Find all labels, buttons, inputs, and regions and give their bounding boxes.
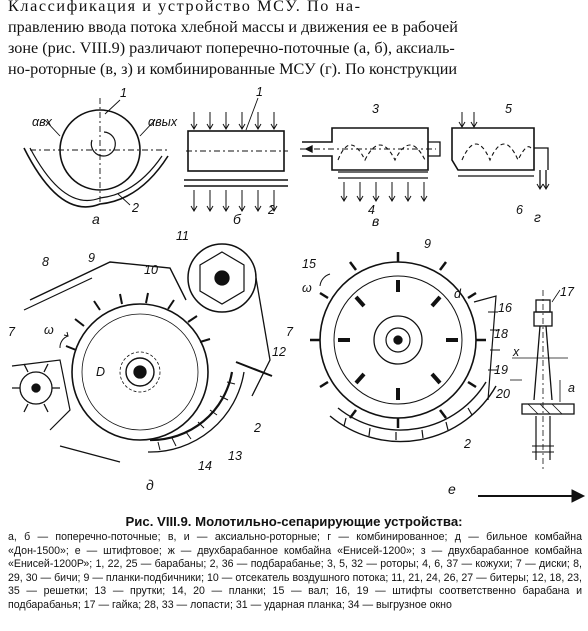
num-12: 12 xyxy=(272,345,286,359)
num-6: 6 xyxy=(516,203,523,217)
num-5: 5 xyxy=(505,102,512,116)
num-4: 4 xyxy=(368,203,375,217)
dim-x: x xyxy=(512,345,520,359)
label-e: е xyxy=(448,481,456,497)
alpha-out-label: αвых xyxy=(148,115,178,129)
label-b: б xyxy=(233,211,242,227)
num-1-b: 1 xyxy=(256,85,263,99)
num-19: 19 xyxy=(494,363,508,377)
num-11: 11 xyxy=(176,229,189,243)
label-v: в xyxy=(372,213,379,229)
num-20: 20 xyxy=(495,387,510,401)
paragraph-line: правлению ввода потока хлебной массы и д… xyxy=(8,18,458,36)
num-9-d: 9 xyxy=(88,251,95,265)
num-2-a: 2 xyxy=(131,201,139,215)
paragraph-line: зоне (рис. VIII.9) различают поперечно-п… xyxy=(8,39,455,57)
diagram-d xyxy=(11,243,273,463)
omega-e: ω xyxy=(302,281,312,295)
figure-caption-title: Рис. VIII.9. Молотильно-сепарирующие уст… xyxy=(125,514,463,529)
num-3: 3 xyxy=(372,102,379,116)
num-2-d: 2 xyxy=(253,421,261,435)
num-7-e: 7 xyxy=(286,325,294,339)
num-17: 17 xyxy=(560,285,575,299)
num-1-a: 1 xyxy=(120,86,127,100)
body-paragraph: Классификация и устройство МСУ. По на- п… xyxy=(8,0,582,80)
label-a: а xyxy=(92,211,100,227)
label-g: г xyxy=(534,209,541,225)
num-10: 10 xyxy=(144,263,158,277)
num-2-e: 2 xyxy=(463,437,471,451)
num-13: 13 xyxy=(228,449,242,463)
paragraph-line: но-роторные (в, з) и комбинированные МСУ… xyxy=(8,60,458,78)
diameter-d: d xyxy=(454,287,462,301)
num-18: 18 xyxy=(494,327,508,341)
diagram-e xyxy=(310,252,500,443)
diagram-v xyxy=(300,127,441,202)
diagram-a xyxy=(23,98,170,208)
num-9-e: 9 xyxy=(424,237,431,251)
num-2-b: 2 xyxy=(267,203,275,217)
alpha-in-label: αвх xyxy=(32,115,53,129)
num-14: 14 xyxy=(198,459,212,473)
num-15: 15 xyxy=(302,257,316,271)
num-7-d: 7 xyxy=(8,325,16,339)
figure-legend: а, б — поперечно-поточные; в, и — аксиал… xyxy=(8,531,582,611)
pin-detail xyxy=(510,289,575,470)
threshing-devices-figure: 1 2 αвх αвых а 1 2 б 3 4 в 5 6 xyxy=(8,85,586,503)
diameter-D: D xyxy=(96,365,105,379)
omega-d: ω xyxy=(44,323,54,337)
num-8: 8 xyxy=(42,255,49,269)
label-d: д xyxy=(146,477,154,493)
diagram-b xyxy=(184,97,288,212)
dim-a: a xyxy=(568,381,575,395)
num-16: 16 xyxy=(498,301,512,315)
paragraph-line: Классификация и устройство МСУ. По на- xyxy=(8,0,362,15)
diagram-g xyxy=(451,112,550,190)
